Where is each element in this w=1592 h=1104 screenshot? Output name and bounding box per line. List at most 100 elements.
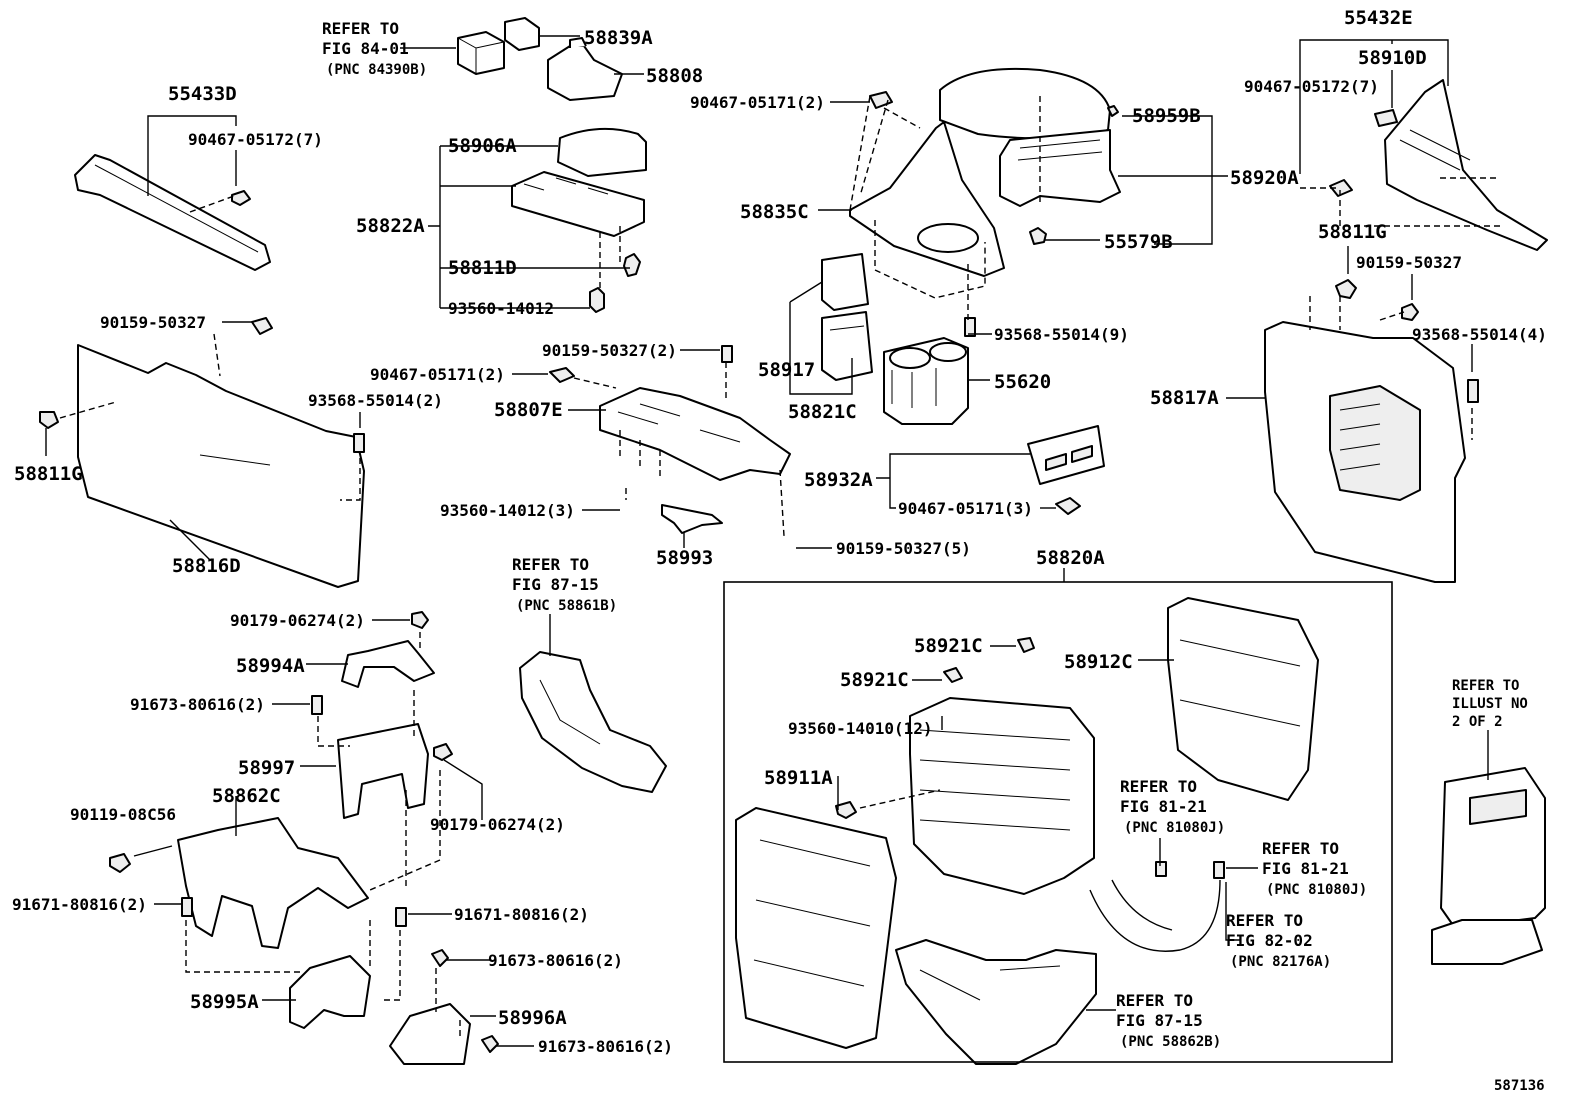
label-58921c-a[interactable]: 58921C — [914, 635, 983, 657]
label-58994a[interactable]: 58994A — [236, 655, 305, 677]
label-90179-06274-2-bot[interactable]: 90179-06274(2) — [430, 815, 565, 834]
label-93560-14012-3[interactable]: 93560-14012(3) — [440, 501, 575, 520]
part-bracket-58862c-drawing — [109, 817, 407, 949]
label-90467-05171-2-mid[interactable]: 90467-05171(2) — [370, 365, 505, 384]
label-58906a[interactable]: 58906A — [448, 135, 517, 157]
label-58995a[interactable]: 58995A — [190, 991, 259, 1013]
label-58807e[interactable]: 58807E — [494, 399, 563, 421]
label-90119-08c56[interactable]: 90119-08C56 — [70, 805, 176, 824]
label-90159-50327-2[interactable]: 90159-50327(2) — [542, 341, 677, 360]
label-58993[interactable]: 58993 — [656, 547, 713, 569]
label-55579b[interactable]: 55579B — [1104, 231, 1173, 253]
label-93568-55014-2[interactable]: 93568-55014(2) — [308, 391, 443, 410]
part-58920a-drawing — [939, 67, 1121, 245]
label-90467-05172-7-right[interactable]: 90467-05172(7) — [1244, 77, 1379, 96]
label-58816d[interactable]: 58816D — [172, 555, 241, 577]
ref-81-21b-line1: REFER TO — [1262, 839, 1339, 858]
part-55620-drawing — [883, 337, 969, 425]
part-58822a-drawing — [511, 127, 647, 313]
ref-87-15a-line3: (PNC 58861B) — [516, 598, 617, 614]
part-58862b-drawing — [895, 939, 1097, 1065]
label-58910d[interactable]: 58910D — [1358, 47, 1427, 69]
label-58835c[interactable]: 58835C — [740, 201, 809, 223]
part-58861b-drawing — [519, 651, 667, 793]
ref-82-02-line3: (PNC 82176A) — [1230, 954, 1331, 970]
label-58811g-left[interactable]: 58811G — [14, 463, 83, 485]
label-93560-14010-12[interactable]: 93560-14010(12) — [788, 719, 933, 738]
part-58816d-drawing — [39, 317, 365, 588]
part-bracket-58996a-drawing — [389, 1003, 499, 1065]
diagram-id: 587136 — [1494, 1078, 1545, 1094]
label-58811d[interactable]: 58811D — [448, 257, 517, 279]
label-91671-80816-2-left[interactable]: 91671-80816(2) — [12, 895, 147, 914]
ref-81-21b-line2[interactable]: FIG 81-21 — [1262, 859, 1349, 878]
label-58808[interactable]: 58808 — [646, 65, 703, 87]
label-58862c[interactable]: 58862C — [212, 785, 281, 807]
ref-82-02-line2[interactable]: FIG 82-02 — [1226, 931, 1313, 950]
labels: 55433D 90467-05172(7) REFER TO FIG 84-01… — [12, 7, 1547, 1094]
part-55433d-drawing — [74, 154, 271, 271]
label-58996a[interactable]: 58996A — [498, 1007, 567, 1029]
label-93560-14012[interactable]: 93560-14012 — [448, 299, 554, 318]
part-58932a-drawing — [1027, 425, 1105, 515]
label-58811g-right[interactable]: 58811G — [1318, 221, 1387, 243]
label-91673-80616-2-b[interactable]: 91673-80616(2) — [488, 951, 623, 970]
label-55433d[interactable]: 55433D — [168, 83, 237, 105]
ref-illust-line3: 2 OF 2 — [1452, 714, 1503, 730]
part-bracket-58995a-drawing — [289, 949, 449, 1029]
ref-illust-line2[interactable]: ILLUST NO — [1452, 696, 1528, 712]
part-58912c-drawing — [1167, 597, 1319, 801]
ref-87-15a-line2[interactable]: FIG 87-15 — [512, 575, 599, 594]
label-90467-05171-3[interactable]: 90467-05171(3) — [898, 499, 1033, 518]
part-bracket-58997-drawing — [337, 723, 453, 819]
label-58932a[interactable]: 58932A — [804, 469, 873, 491]
part-58835c-drawing — [849, 91, 1005, 337]
leader-lines — [45, 35, 1489, 1047]
label-90467-05171-2-top[interactable]: 90467-05171(2) — [690, 93, 825, 112]
label-58821c[interactable]: 58821C — [788, 401, 857, 423]
label-58911a[interactable]: 58911A — [764, 767, 833, 789]
part-switches-drawing — [457, 17, 623, 101]
label-58997[interactable]: 58997 — [238, 757, 295, 779]
label-91671-80816-2-right[interactable]: 91671-80816(2) — [454, 905, 589, 924]
ref-84-01-line2[interactable]: FIG 84-01 — [322, 39, 409, 58]
ref-87-15b-line3: (PNC 58862B) — [1120, 1034, 1221, 1050]
ref-84-01-line3: (PNC 84390B) — [326, 62, 427, 78]
label-58817a[interactable]: 58817A — [1150, 387, 1219, 409]
part-bracket-58994a-drawing — [311, 611, 435, 715]
label-58820a[interactable]: 58820A — [1036, 547, 1105, 569]
label-91673-80616-2-a[interactable]: 91673-80616(2) — [130, 695, 265, 714]
label-58921c-b[interactable]: 58921C — [840, 669, 909, 691]
part-58820a-assembly-drawing — [835, 637, 1095, 895]
label-55620[interactable]: 55620 — [994, 371, 1051, 393]
label-93568-55014-9[interactable]: 93568-55014(9) — [994, 325, 1129, 344]
ref-81-21a-line2[interactable]: FIG 81-21 — [1120, 797, 1207, 816]
label-90467-05172-7-left[interactable]: 90467-05172(7) — [188, 130, 323, 149]
part-58911a-drawing — [735, 807, 897, 1049]
label-58917[interactable]: 58917 — [758, 359, 815, 381]
label-58839a[interactable]: 58839A — [584, 27, 653, 49]
part-58993-drawing — [661, 504, 723, 534]
label-58959b[interactable]: 58959B — [1132, 105, 1201, 127]
ref-84-01-line1: REFER TO — [322, 19, 399, 38]
label-90159-50327-right[interactable]: 90159-50327 — [1356, 253, 1462, 272]
label-90159-50327-left[interactable]: 90159-50327 — [100, 313, 206, 332]
label-90159-50327-5[interactable]: 90159-50327(5) — [836, 539, 971, 558]
part-rear-vent-drawing — [1431, 767, 1546, 965]
ref-87-15a-line1: REFER TO — [512, 555, 589, 574]
ref-87-15b-line1: REFER TO — [1116, 991, 1193, 1010]
ref-87-15b-line2[interactable]: FIG 87-15 — [1116, 1011, 1203, 1030]
label-91673-80616-2-c[interactable]: 91673-80616(2) — [538, 1037, 673, 1056]
label-93568-55014-4[interactable]: 93568-55014(4) — [1412, 325, 1547, 344]
part-58807e-drawing — [549, 345, 791, 481]
ref-82-02-line1: REFER TO — [1226, 911, 1303, 930]
assembly-58820a-box — [723, 581, 1393, 1063]
label-58912c[interactable]: 58912C — [1064, 651, 1133, 673]
label-90179-06274-2-top[interactable]: 90179-06274(2) — [230, 611, 365, 630]
label-58920a[interactable]: 58920A — [1230, 167, 1299, 189]
ref-81-21b-line3: (PNC 81080J) — [1266, 882, 1367, 898]
label-55432e[interactable]: 55432E — [1344, 7, 1413, 29]
label-58822a[interactable]: 58822A — [356, 215, 425, 237]
